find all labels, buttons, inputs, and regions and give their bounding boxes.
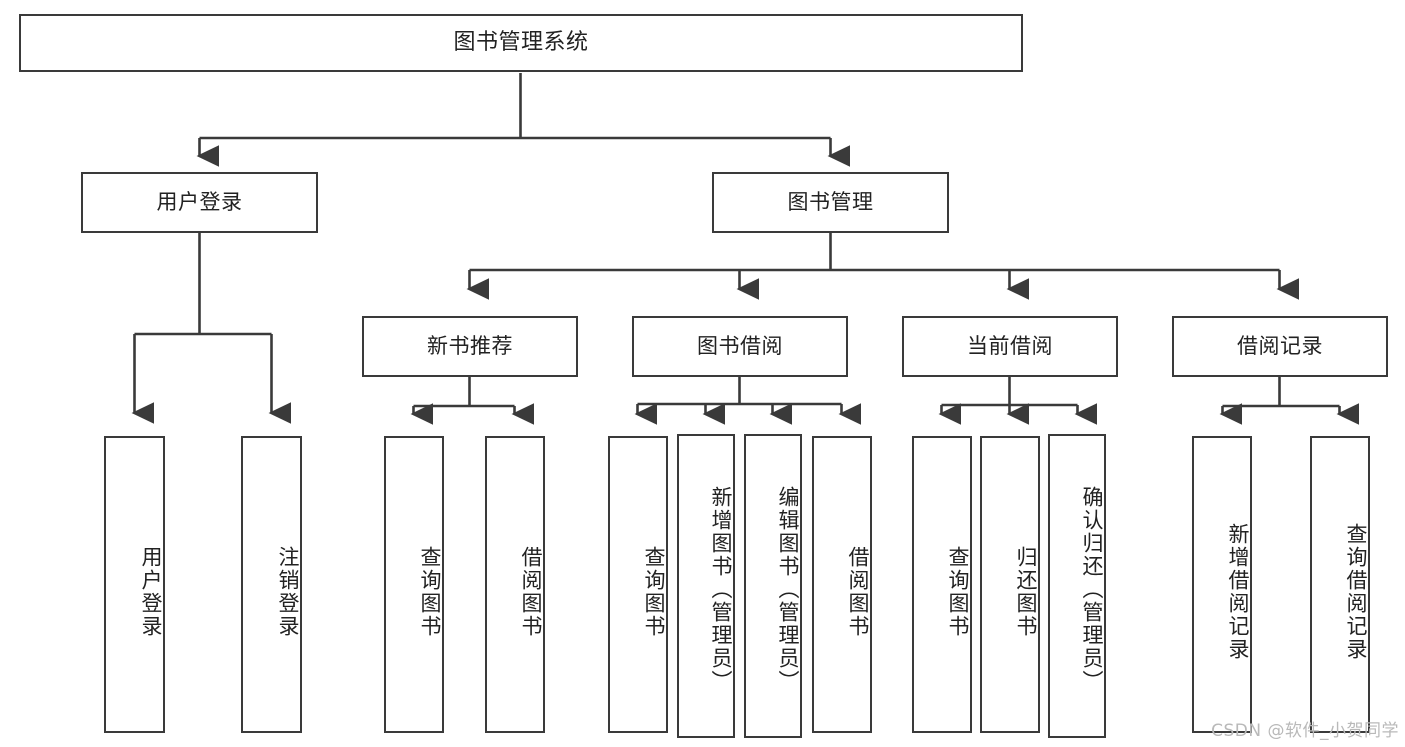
leaf-borrow-book-recommend[interactable]: 借阅图书 [485, 436, 545, 733]
node-label: 查询图书 [642, 545, 666, 638]
leaf-logout[interactable]: 注销登录 [241, 436, 302, 733]
node-current-borrow[interactable]: 当前借阅 [902, 316, 1118, 377]
node-label: 借阅记录 [1237, 334, 1323, 359]
leaf-add-book-admin[interactable]: 新增图书（管理员） [677, 434, 735, 738]
node-book-management[interactable]: 图书管理 [712, 172, 949, 233]
node-root-system[interactable]: 图书管理系统 [19, 14, 1023, 72]
node-borrow-record[interactable]: 借阅记录 [1172, 316, 1388, 377]
node-label: 借阅图书 [846, 545, 870, 638]
leaf-borrow-book[interactable]: 借阅图书 [812, 436, 872, 733]
leaf-confirm-return-admin[interactable]: 确认归还（管理员） [1048, 434, 1106, 738]
node-label: 注销登录 [276, 545, 300, 638]
node-label: 当前借阅 [967, 334, 1053, 359]
node-label: 新书推荐 [427, 334, 513, 359]
node-label: 新增借阅记录 [1226, 522, 1250, 661]
node-label: 查询借阅记录 [1344, 522, 1368, 661]
node-label: 借阅图书 [519, 545, 543, 638]
node-label: 新增图书（管理员） [709, 485, 733, 693]
leaf-user-login[interactable]: 用户登录 [104, 436, 165, 733]
node-label: 查询图书 [418, 545, 442, 638]
leaf-return-book[interactable]: 归还图书 [980, 436, 1040, 733]
leaf-add-borrow-record[interactable]: 新增借阅记录 [1192, 436, 1252, 733]
leaf-query-borrow-record[interactable]: 查询借阅记录 [1310, 436, 1370, 733]
node-user-login[interactable]: 用户登录 [81, 172, 318, 233]
leaf-query-book-recommend[interactable]: 查询图书 [384, 436, 444, 733]
node-new-book-recommend[interactable]: 新书推荐 [362, 316, 578, 377]
leaf-edit-book-admin[interactable]: 编辑图书（管理员） [744, 434, 802, 738]
leaf-query-book-borrow[interactable]: 查询图书 [608, 436, 668, 733]
node-label: 图书管理系统 [453, 30, 589, 56]
watermark-text: CSDN @软件_小贺同学 [1211, 721, 1399, 741]
node-label: 确认归还（管理员） [1080, 485, 1104, 693]
leaf-query-book-current[interactable]: 查询图书 [912, 436, 972, 733]
node-label: 用户登录 [156, 190, 243, 215]
node-label: 用户登录 [139, 545, 163, 638]
node-label: 编辑图书（管理员） [776, 485, 800, 693]
node-label: 图书借阅 [697, 334, 783, 359]
node-label: 查询图书 [946, 545, 970, 638]
node-label: 图书管理 [787, 190, 874, 215]
node-label: 归还图书 [1014, 545, 1038, 638]
node-book-borrow[interactable]: 图书借阅 [632, 316, 848, 377]
